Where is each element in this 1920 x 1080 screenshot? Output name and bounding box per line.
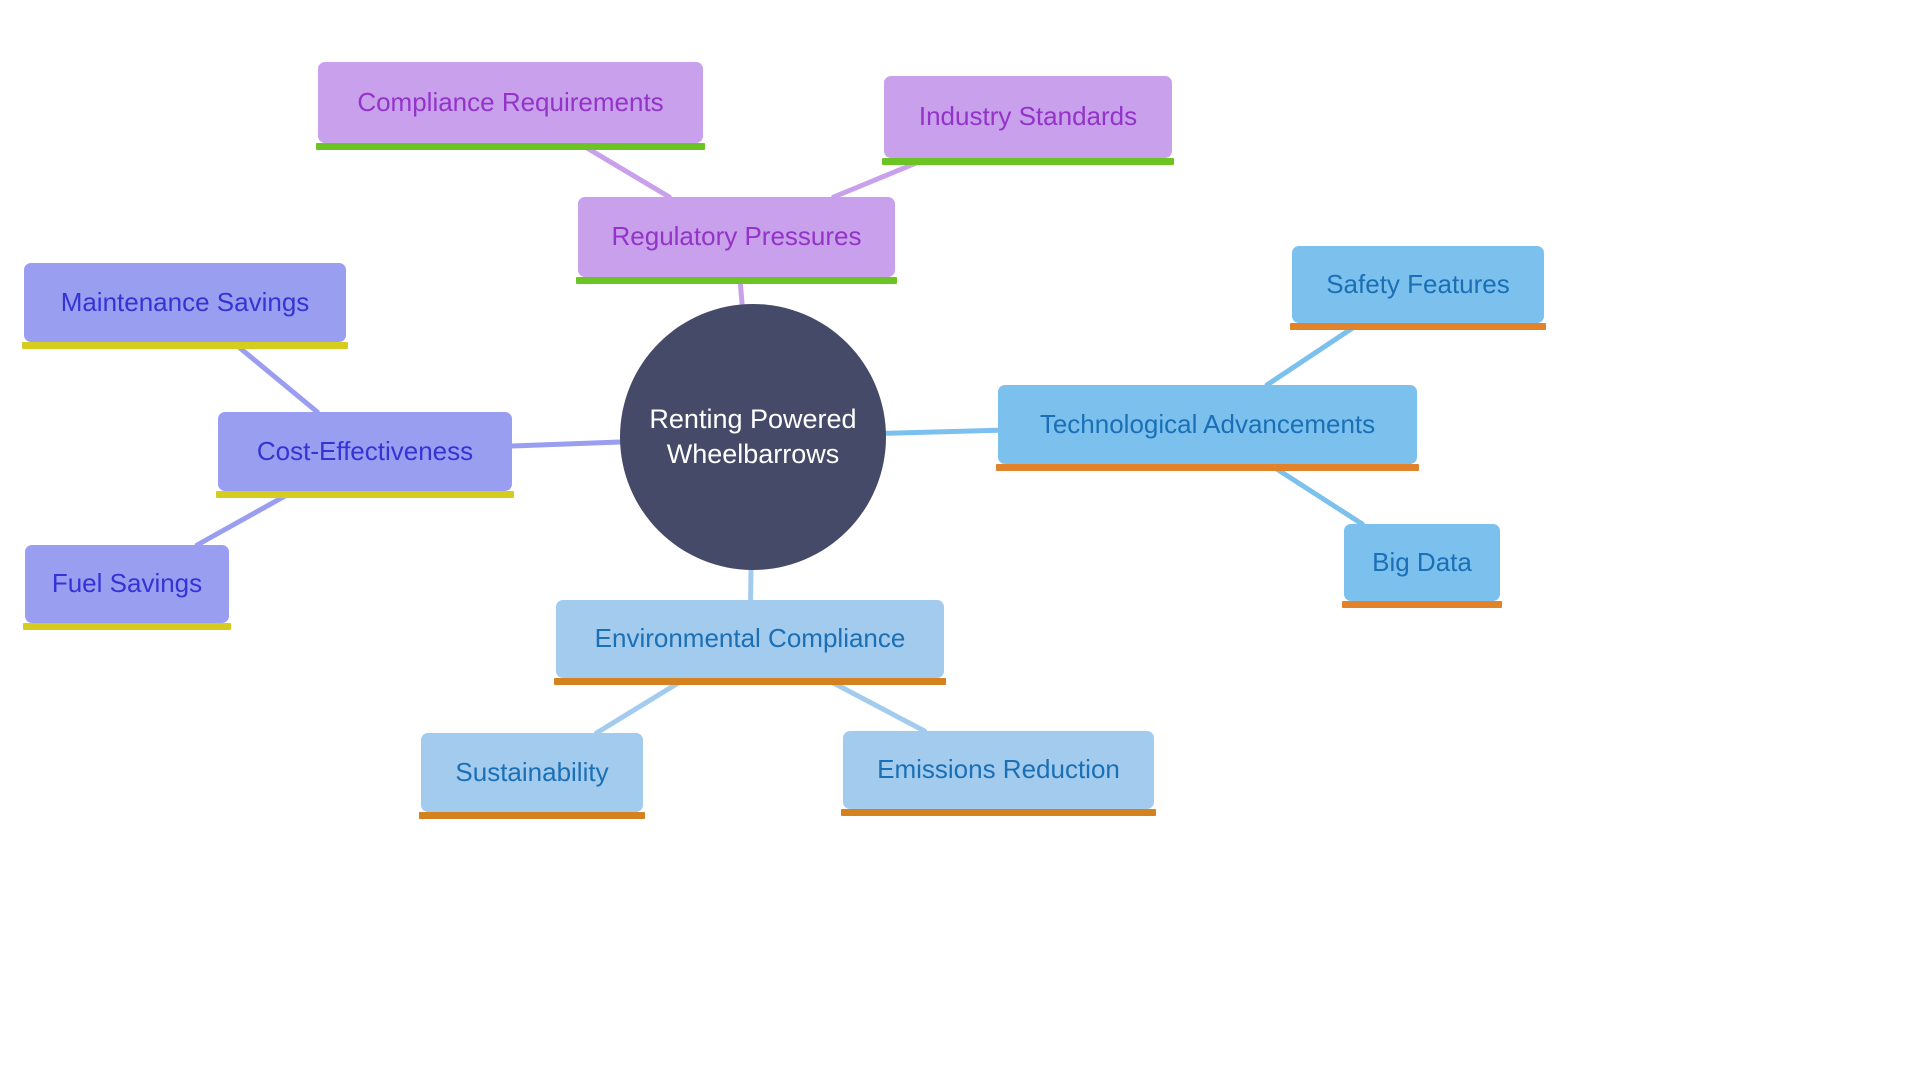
node-industry-standards[interactable]: Industry Standards xyxy=(882,76,1174,165)
node-safety-features[interactable]: Safety Features xyxy=(1290,246,1546,330)
node-emissions-reduction[interactable]: Emissions Reduction xyxy=(841,731,1156,816)
node-industry-standards-label: Industry Standards xyxy=(918,101,1138,132)
node-emissions-reduction-label: Emissions Reduction xyxy=(877,754,1120,785)
node-sustainability[interactable]: Sustainability xyxy=(419,733,645,819)
node-regulatory-pressures[interactable]: Regulatory Pressures xyxy=(576,197,897,284)
node-fuel-savings[interactable]: Fuel Savings xyxy=(23,545,231,630)
node-environmental-compliance-label: Environmental Compliance xyxy=(594,623,906,654)
node-technological-advancements[interactable]: Technological Advancements xyxy=(996,385,1419,471)
edge-regulatory-pressures-to-compliance-requirements xyxy=(576,140,672,200)
edge-environmental-compliance-to-emissions-reduction xyxy=(821,675,927,734)
node-environmental-compliance[interactable]: Environmental Compliance xyxy=(554,600,946,685)
edge-environmental-compliance-to-sustainability xyxy=(594,675,689,736)
edge-root-to-cost-effectiveness xyxy=(509,439,623,449)
node-compliance-requirements[interactable]: Compliance Requirements xyxy=(316,62,705,150)
node-compliance-requirements-label: Compliance Requirements xyxy=(357,86,664,117)
node-maintenance-savings[interactable]: Maintenance Savings xyxy=(22,263,348,349)
node-technological-advancements-label: Technological Advancements xyxy=(1039,408,1376,439)
node-maintenance-savings-label: Maintenance Savings xyxy=(60,286,310,317)
node-safety-features-label: Safety Features xyxy=(1326,268,1510,299)
node-cost-effectiveness[interactable]: Cost-Effectiveness xyxy=(216,412,514,498)
node-big-data-label: Big Data xyxy=(1372,546,1472,577)
node-fuel-savings-label: Fuel Savings xyxy=(51,568,203,599)
edge-cost-effectiveness-to-fuel-savings xyxy=(194,488,297,548)
node-root-renting-powered-wheelbarrows[interactable]: Renting Powered Wheelbarrows xyxy=(620,304,886,570)
node-big-data[interactable]: Big Data xyxy=(1342,524,1502,608)
node-regulatory-pressures-label: Regulatory Pressures xyxy=(611,221,862,252)
edge-cost-effectiveness-to-maintenance-savings xyxy=(230,339,320,415)
node-sustainability-label: Sustainability xyxy=(455,756,609,787)
edge-technological-advancements-to-big-data xyxy=(1266,461,1365,527)
node-cost-effectiveness-label: Cost-Effectiveness xyxy=(256,435,474,466)
edge-root-to-technological-advancements xyxy=(883,427,1001,436)
node-root-label: Renting Powered Wheelbarrows xyxy=(649,404,857,469)
edge-technological-advancements-to-safety-features xyxy=(1264,320,1363,388)
